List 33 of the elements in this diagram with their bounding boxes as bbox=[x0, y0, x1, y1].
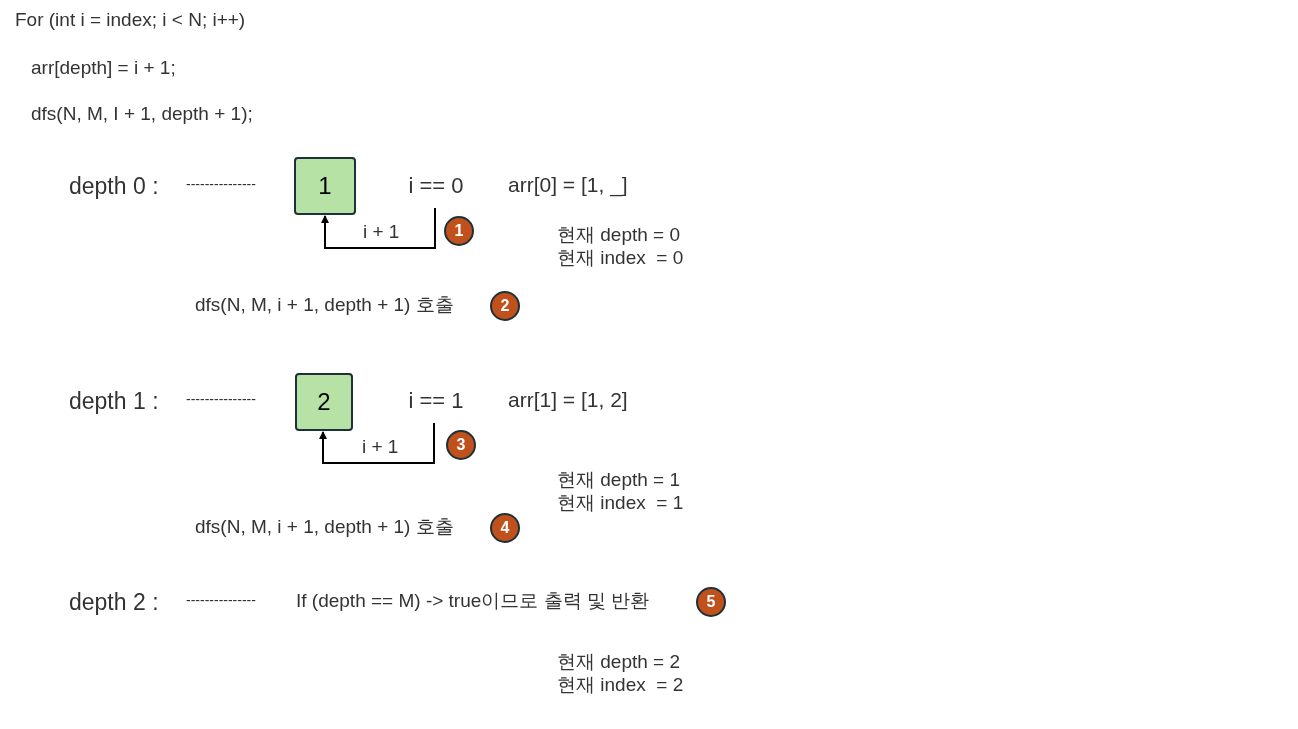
step-number: 5 bbox=[696, 587, 726, 617]
edge-label: i + 1 bbox=[363, 222, 400, 241]
arrow bbox=[321, 207, 436, 249]
state-note: 현재 index = 2 bbox=[557, 673, 684, 697]
step-number: 1 bbox=[444, 216, 474, 246]
condition-note: If (depth == M) -> true이므로 출력 및 반환 bbox=[296, 589, 650, 613]
code-line: For (int i = index; i < N; i++) bbox=[15, 8, 246, 32]
state-note: 현재 depth = 0 bbox=[557, 223, 681, 247]
depth-label: depth 2 : bbox=[69, 588, 159, 617]
array-state: arr[0] = [1, _] bbox=[508, 172, 628, 199]
state-note: 현재 depth = 1 bbox=[557, 468, 681, 492]
step-number: 2 bbox=[490, 291, 520, 321]
state-note: 현재 index = 1 bbox=[557, 491, 684, 515]
value-box: 2 bbox=[295, 373, 353, 431]
value-box: 1 bbox=[294, 157, 356, 215]
state-note: 현재 index = 0 bbox=[557, 246, 684, 270]
condition-text: i == 1 bbox=[400, 387, 472, 423]
code-line: arr[depth] = i + 1; bbox=[31, 56, 176, 80]
edge-label: i + 1 bbox=[362, 437, 399, 456]
state-note: 현재 depth = 2 bbox=[557, 650, 681, 674]
array-state: arr[1] = [1, 2] bbox=[508, 387, 628, 413]
code-line: dfs(N, M, I + 1, depth + 1); bbox=[31, 102, 253, 126]
depth-label: depth 0 : bbox=[69, 172, 159, 201]
condition-text: i == 0 bbox=[400, 172, 472, 208]
dashed-text: --------------- bbox=[186, 176, 256, 194]
arrow bbox=[319, 422, 435, 464]
depth-label: depth 1 : bbox=[69, 387, 159, 416]
step-number: 4 bbox=[490, 513, 520, 543]
call-note: dfs(N, M, i + 1, depth + 1) 호출 bbox=[195, 293, 454, 317]
dashed-text: --------------- bbox=[186, 391, 256, 409]
step-number: 3 bbox=[446, 430, 476, 460]
dashed-text: --------------- bbox=[186, 592, 256, 610]
call-note: dfs(N, M, i + 1, depth + 1) 호출 bbox=[195, 515, 454, 539]
